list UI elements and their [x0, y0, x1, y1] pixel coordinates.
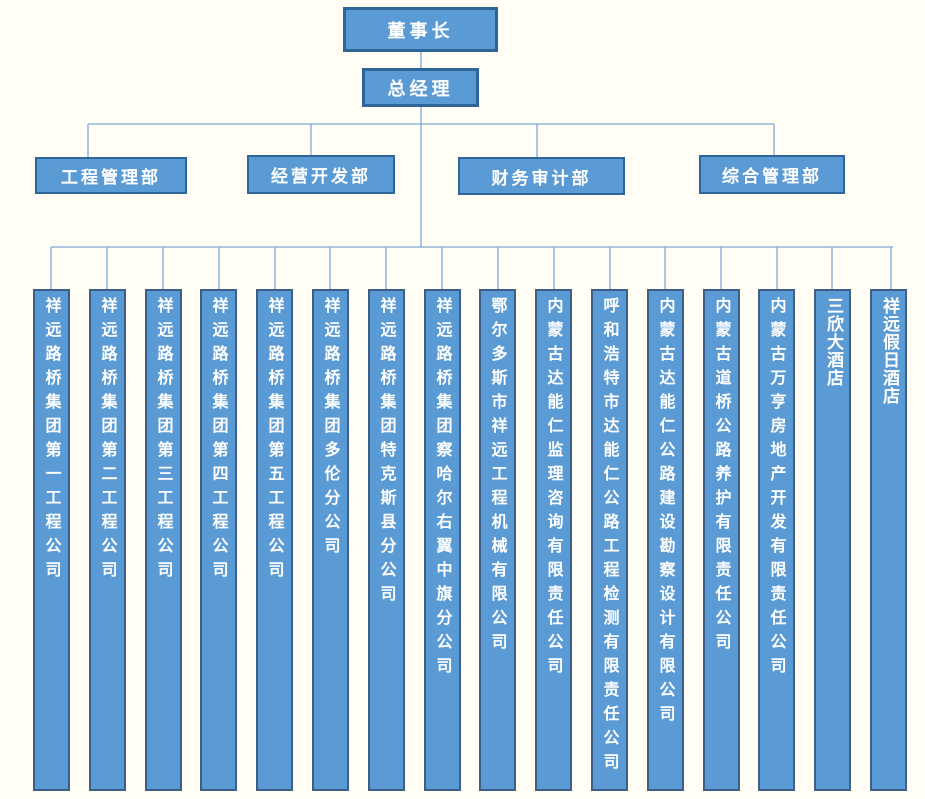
company-box-10: 内蒙古达能仁监理咨询有限责任公司: [535, 289, 572, 791]
chairman-label: 董事长: [387, 20, 454, 42]
company-name: 祥远路桥集团特克斯县分公司: [377, 297, 397, 609]
chairman-box: 董事长: [343, 7, 498, 52]
company-name: 内蒙古道桥公路养护有限责任公司: [712, 297, 732, 657]
company-box-9: 鄂尔多斯市祥远工程机械有限公司: [479, 289, 516, 791]
company-box-15: 三欣大酒店: [814, 289, 851, 791]
dept-finance-audit-box: 财务审计部: [458, 157, 625, 195]
company-box-11: 呼和浩特市达能仁公路工程检测有限责任公司: [591, 289, 628, 791]
company-box-7: 祥远路桥集团特克斯县分公司: [368, 289, 405, 791]
company-name: 祥远假日酒店: [879, 297, 899, 405]
company-name: 祥远路桥集团第三工程公司: [154, 297, 174, 585]
company-name: 鄂尔多斯市祥远工程机械有限公司: [488, 297, 508, 657]
company-name: 祥远路桥集团第二工程公司: [98, 297, 118, 585]
dept-label: 财务审计部: [491, 168, 592, 189]
company-box-5: 祥远路桥集团第五工程公司: [256, 289, 293, 791]
dept-engineering-management-box: 工程管理部: [35, 157, 187, 194]
company-box-6: 祥远路桥集团多伦分公司: [312, 289, 349, 791]
company-name: 祥远路桥集团多伦分公司: [321, 297, 341, 561]
company-box-1: 祥远路桥集团第一工程公司: [33, 289, 70, 791]
general-manager-box: 总经理: [362, 68, 479, 107]
company-box-12: 内蒙古达能仁公路建设勘察设计有限公司: [647, 289, 684, 791]
company-name: 内蒙古达能仁监理咨询有限责任公司: [544, 297, 564, 681]
company-box-14: 内蒙古万亨房地产开发有限责任公司: [758, 289, 795, 791]
company-name: 祥远路桥集团第一工程公司: [42, 297, 62, 585]
company-box-3: 祥远路桥集团第三工程公司: [145, 289, 182, 791]
dept-label: 经营开发部: [271, 167, 371, 187]
company-name: 祥远路桥集团察哈尔右翼中旗分公司: [433, 297, 453, 681]
company-box-4: 祥远路桥集团第四工程公司: [200, 289, 237, 791]
company-name: 祥远路桥集团第四工程公司: [209, 297, 229, 585]
dept-label: 综合管理部: [722, 167, 822, 187]
company-name: 三欣大酒店: [823, 297, 843, 387]
company-name: 内蒙古万亨房地产开发有限责任公司: [767, 297, 787, 681]
dept-general-management-box: 综合管理部: [699, 155, 845, 194]
company-name: 祥远路桥集团第五工程公司: [265, 297, 285, 585]
company-box-16: 祥远假日酒店: [870, 289, 907, 791]
company-name: 内蒙古达能仁公路建设勘察设计有限公司: [656, 297, 676, 729]
company-box-8: 祥远路桥集团察哈尔右翼中旗分公司: [424, 289, 461, 791]
company-box-13: 内蒙古道桥公路养护有限责任公司: [703, 289, 740, 791]
general-manager-label: 总经理: [387, 78, 454, 100]
dept-label: 工程管理部: [61, 168, 161, 188]
company-name: 呼和浩特市达能仁公路工程检测有限责任公司: [600, 297, 620, 777]
company-box-2: 祥远路桥集团第二工程公司: [89, 289, 126, 791]
dept-business-development-box: 经营开发部: [247, 155, 395, 194]
